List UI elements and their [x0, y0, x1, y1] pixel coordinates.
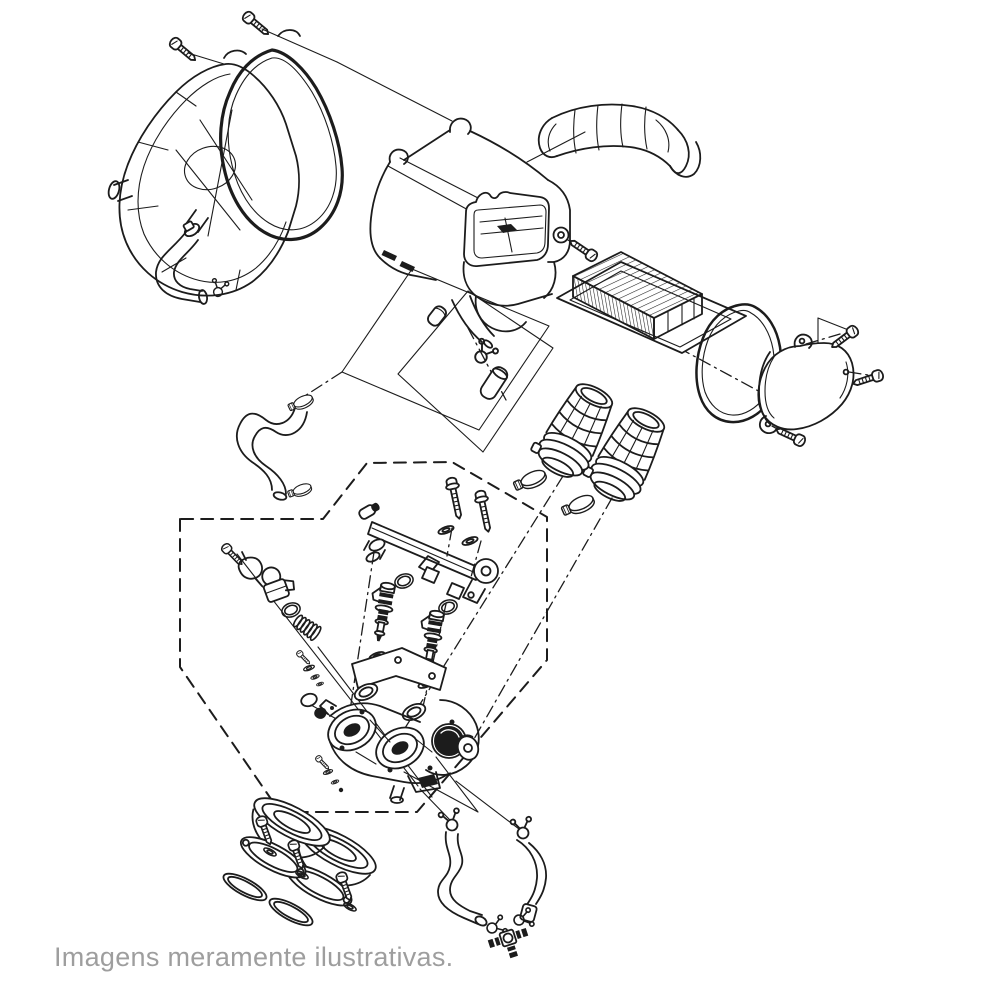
washer-icon	[330, 778, 340, 786]
throttle-body-assembly	[319, 647, 480, 813]
boot-clamp-2	[559, 491, 598, 521]
boot-clamp-1	[511, 466, 550, 496]
fuel-hoses	[419, 780, 547, 959]
washer-icon	[315, 681, 325, 687]
washer-icon	[302, 663, 316, 673]
caption: Imagens meramente ilustrativas.	[54, 942, 454, 972]
washer-icon	[322, 768, 334, 776]
washer-icon	[436, 523, 456, 537]
small-screw-icon	[295, 649, 313, 667]
small-screw-icon	[314, 754, 332, 772]
manifold-o-rings	[222, 872, 314, 927]
intake-duct-boots	[511, 372, 675, 521]
spring-icon	[290, 612, 324, 643]
idle-valve-parts	[219, 541, 344, 793]
cover-screw-1	[166, 35, 200, 66]
housing-screw	[566, 235, 600, 264]
hose-spring-clip-3	[509, 815, 536, 842]
intake-snorkel-duct	[526, 103, 702, 178]
assembly-dashed-outline	[179, 461, 548, 813]
hose-clamp-icon	[286, 392, 316, 415]
side-cover-screw-2	[850, 368, 886, 390]
washer-icon	[460, 534, 480, 548]
side-cover-gasket	[695, 303, 783, 424]
duct-boot-right	[577, 396, 675, 511]
intake-manifold-boots	[222, 788, 384, 927]
t-joint-fitting	[487, 928, 529, 959]
drain-parts	[427, 305, 509, 400]
drain-clip-icon	[467, 336, 500, 369]
small-screw-icon	[219, 541, 246, 569]
cover-screw-2	[239, 9, 273, 40]
callout-frames	[341, 268, 554, 453]
breather-hose-lower	[236, 392, 316, 501]
air-box-cover	[107, 9, 453, 305]
washer-icon	[309, 673, 321, 681]
air-box-side-cover	[757, 317, 886, 449]
fuel-injector-1	[363, 579, 398, 644]
hose-clamp-icon	[286, 481, 314, 501]
cover-seal	[219, 48, 344, 242]
rail-bolt-1	[443, 475, 467, 521]
air-box-housing	[369, 117, 600, 349]
rail-bolt-2	[472, 488, 496, 534]
o-ring-icon	[392, 570, 416, 592]
fuel-rail-assembly	[358, 475, 499, 618]
air-filter-element	[572, 251, 703, 340]
